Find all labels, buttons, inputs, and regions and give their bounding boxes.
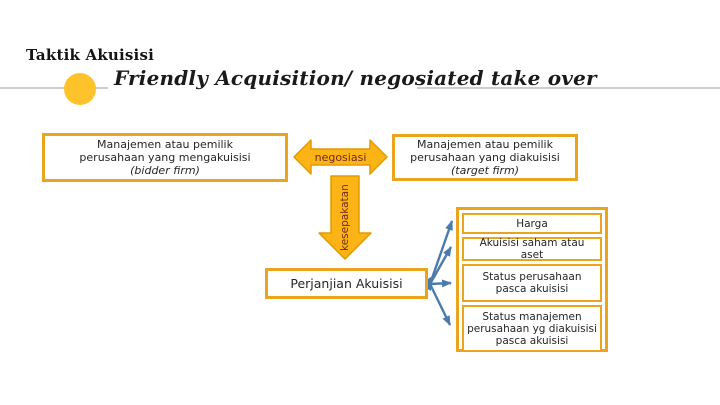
target-line3: (target firm) [450,164,520,177]
agreement-box-label: Perjanjian Akuisisi [290,276,403,291]
arrow-to-harga [428,220,454,285]
bidder-line1: Manajemen atau pemilik [97,138,233,151]
target-line2: perusahaan yang diakuisisi [410,151,560,164]
arrow-to-akuisisi-saham [428,246,453,285]
page-title: Taktik Akuisisi [26,46,155,64]
negotiation-arrow-label: negosiasi [314,151,367,164]
outcome-harga: Harga [462,213,602,234]
arrow-to-status-perusahaan [429,279,452,288]
acquisition-agreement-box: Perjanjian Akuisisi [265,268,428,299]
outcomes-container: Harga Akuisisi saham atau aset Status pe… [456,207,608,352]
slide-subtitle: Friendly Acquisition/ negosiated take ov… [114,66,597,90]
outcome-status-manajemen: Status manajemen perusahaan yg diakuisis… [462,305,602,352]
bidder-firm-box: Manajemen atau pemilik perusahaan yang m… [42,133,288,182]
outcome-akuisisi-saham: Akuisisi saham atau aset [462,237,602,261]
header-rule-right [417,87,720,89]
accent-circle [64,73,96,105]
outcome-status-perusahaan: Status perusahaan pasca akuisisi [462,264,602,302]
target-line1: Manajemen atau pemilik [417,138,553,151]
agreement-arrow-label: kesepakatan [339,184,351,252]
bidder-line2: perusahaan yang mengakuisisi [79,151,251,164]
header-rule-left [0,87,108,89]
bidder-line3: (bidder firm) [130,164,200,177]
target-firm-box: Manajemen atau pemilik perusahaan yang d… [392,134,578,181]
arrow-to-status-manajemen [428,283,452,326]
